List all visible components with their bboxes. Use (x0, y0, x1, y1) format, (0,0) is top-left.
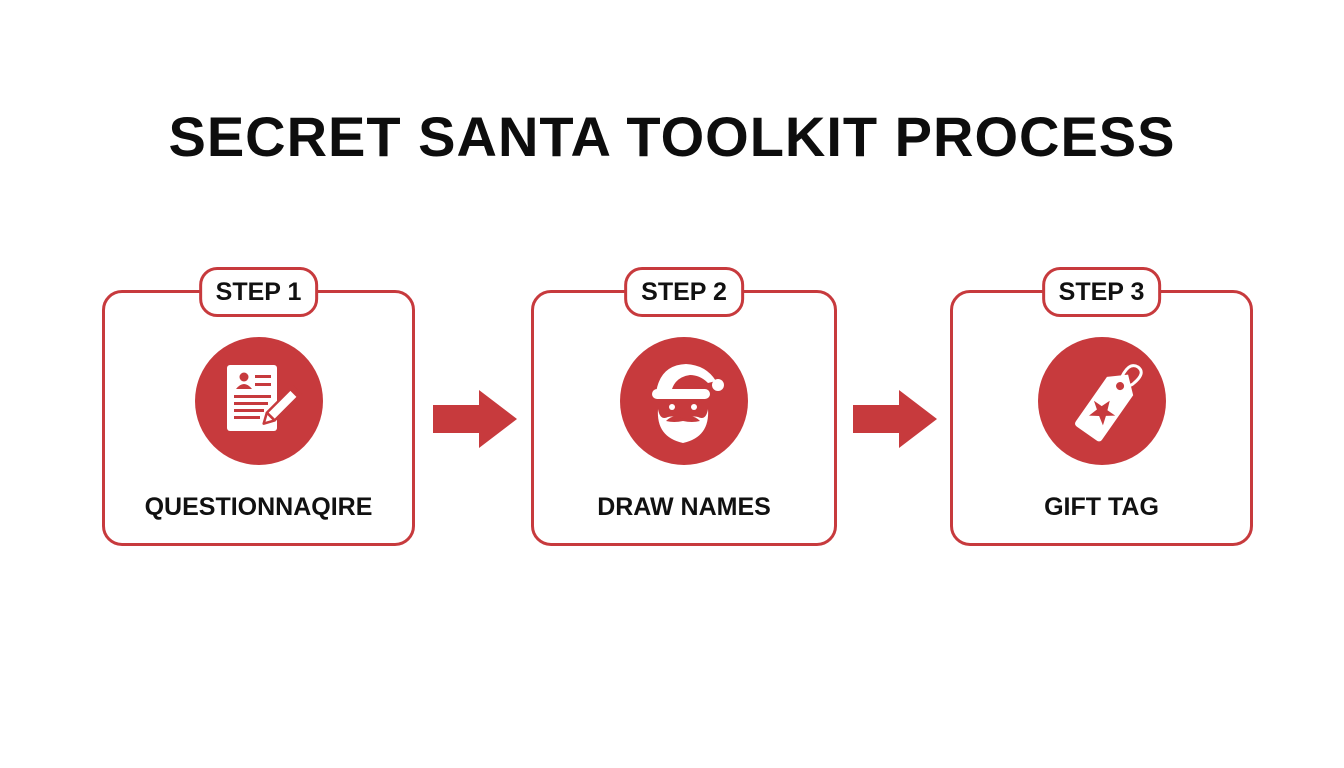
step-card-questionnaire: STEP 1 QUESTIONNAQIRE (102, 267, 415, 546)
step-badge: STEP 1 (198, 267, 319, 317)
step-label: QUESTIONNAQIRE (144, 493, 373, 521)
right-arrow-icon (853, 390, 937, 448)
step-badge: STEP 3 (1041, 267, 1162, 317)
santa-face-icon (620, 337, 748, 465)
step-label: DRAW NAMES (597, 493, 771, 521)
step-badge: STEP 2 (624, 267, 744, 317)
page-title: SECRET SANTA TOOLKIT PROCESS (168, 105, 1176, 168)
step-label: GIFT TAG (1044, 493, 1159, 521)
step-card-gift-tag: STEP 3 GIFT TAG (950, 267, 1253, 546)
gift-tag-star-icon (1037, 337, 1166, 465)
right-arrow-icon (433, 390, 517, 448)
step-card-draw-names: STEP 2 DRAW NAMES (531, 267, 837, 546)
questionnaire-form-pen-icon (194, 337, 323, 465)
